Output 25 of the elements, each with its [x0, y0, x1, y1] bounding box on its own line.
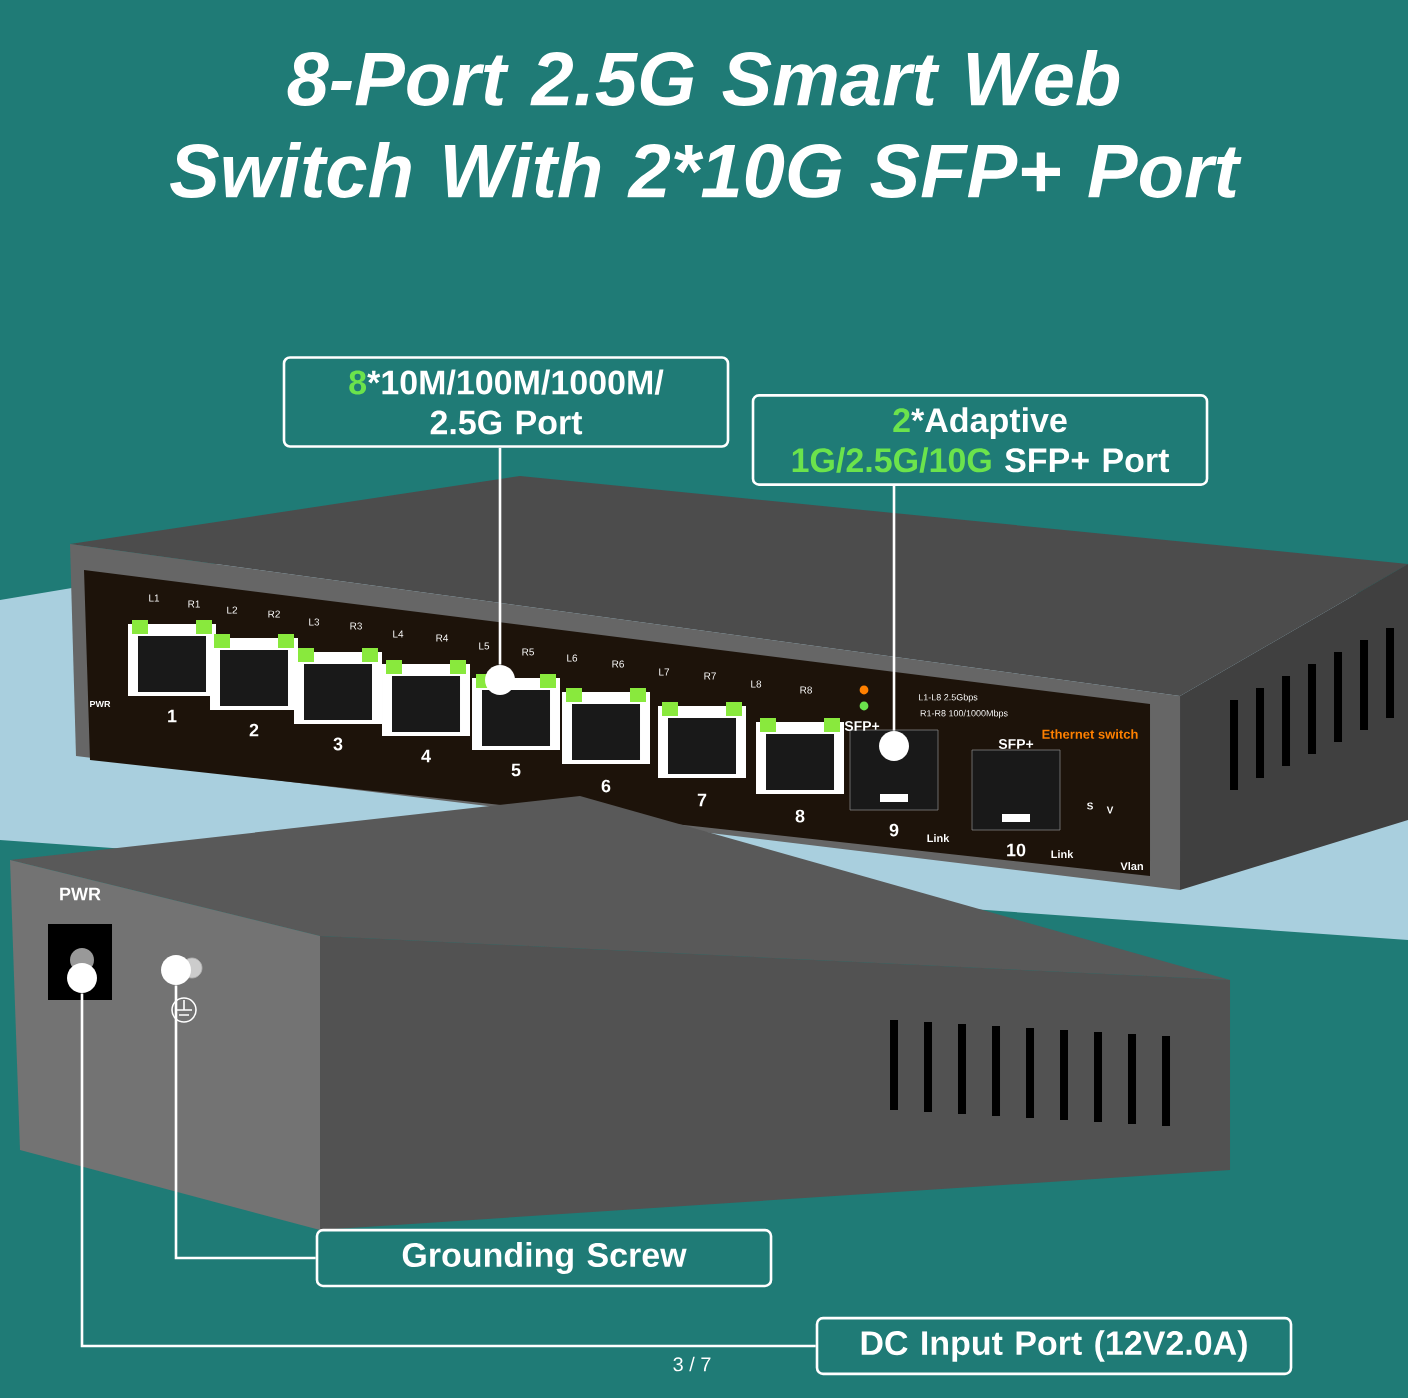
leader-line — [498, 447, 502, 665]
power-label: PWR — [60, 887, 101, 901]
callout-dot — [67, 963, 97, 993]
port-number: 6 — [601, 779, 611, 793]
port-number: 8 — [795, 809, 805, 823]
port-number: 4 — [421, 749, 431, 763]
leader-line — [892, 485, 896, 731]
callout-dot — [485, 665, 515, 695]
callout-box: 2*Adaptive 1G/2.5G/10G SFP+ Port — [751, 394, 1209, 486]
callout-box: 8*10M/100M/1000M/ 2.5G Port — [282, 356, 730, 448]
title: 8-Port 2.5G Smart Web Switch With 2*10G SFP+ Port — [170, 50, 1242, 198]
callout-dot — [161, 955, 191, 985]
port-number: 5 — [511, 763, 521, 777]
leader-line — [80, 993, 816, 1348]
leader-line — [174, 985, 316, 1260]
port-number: 2 — [249, 723, 259, 737]
port-number: 10 — [1007, 843, 1026, 857]
page-counter: 3 / 7 — [673, 1356, 711, 1372]
port-number: 9 — [889, 823, 899, 837]
callout-box: DC Input Port (12V2.0A) — [815, 1316, 1293, 1376]
port-number: 7 — [697, 793, 707, 807]
port-number: 3 — [333, 737, 343, 751]
callout-dot — [879, 731, 909, 761]
port-number: 1 — [168, 709, 177, 723]
callout-box: Grounding Screw — [315, 1228, 773, 1288]
